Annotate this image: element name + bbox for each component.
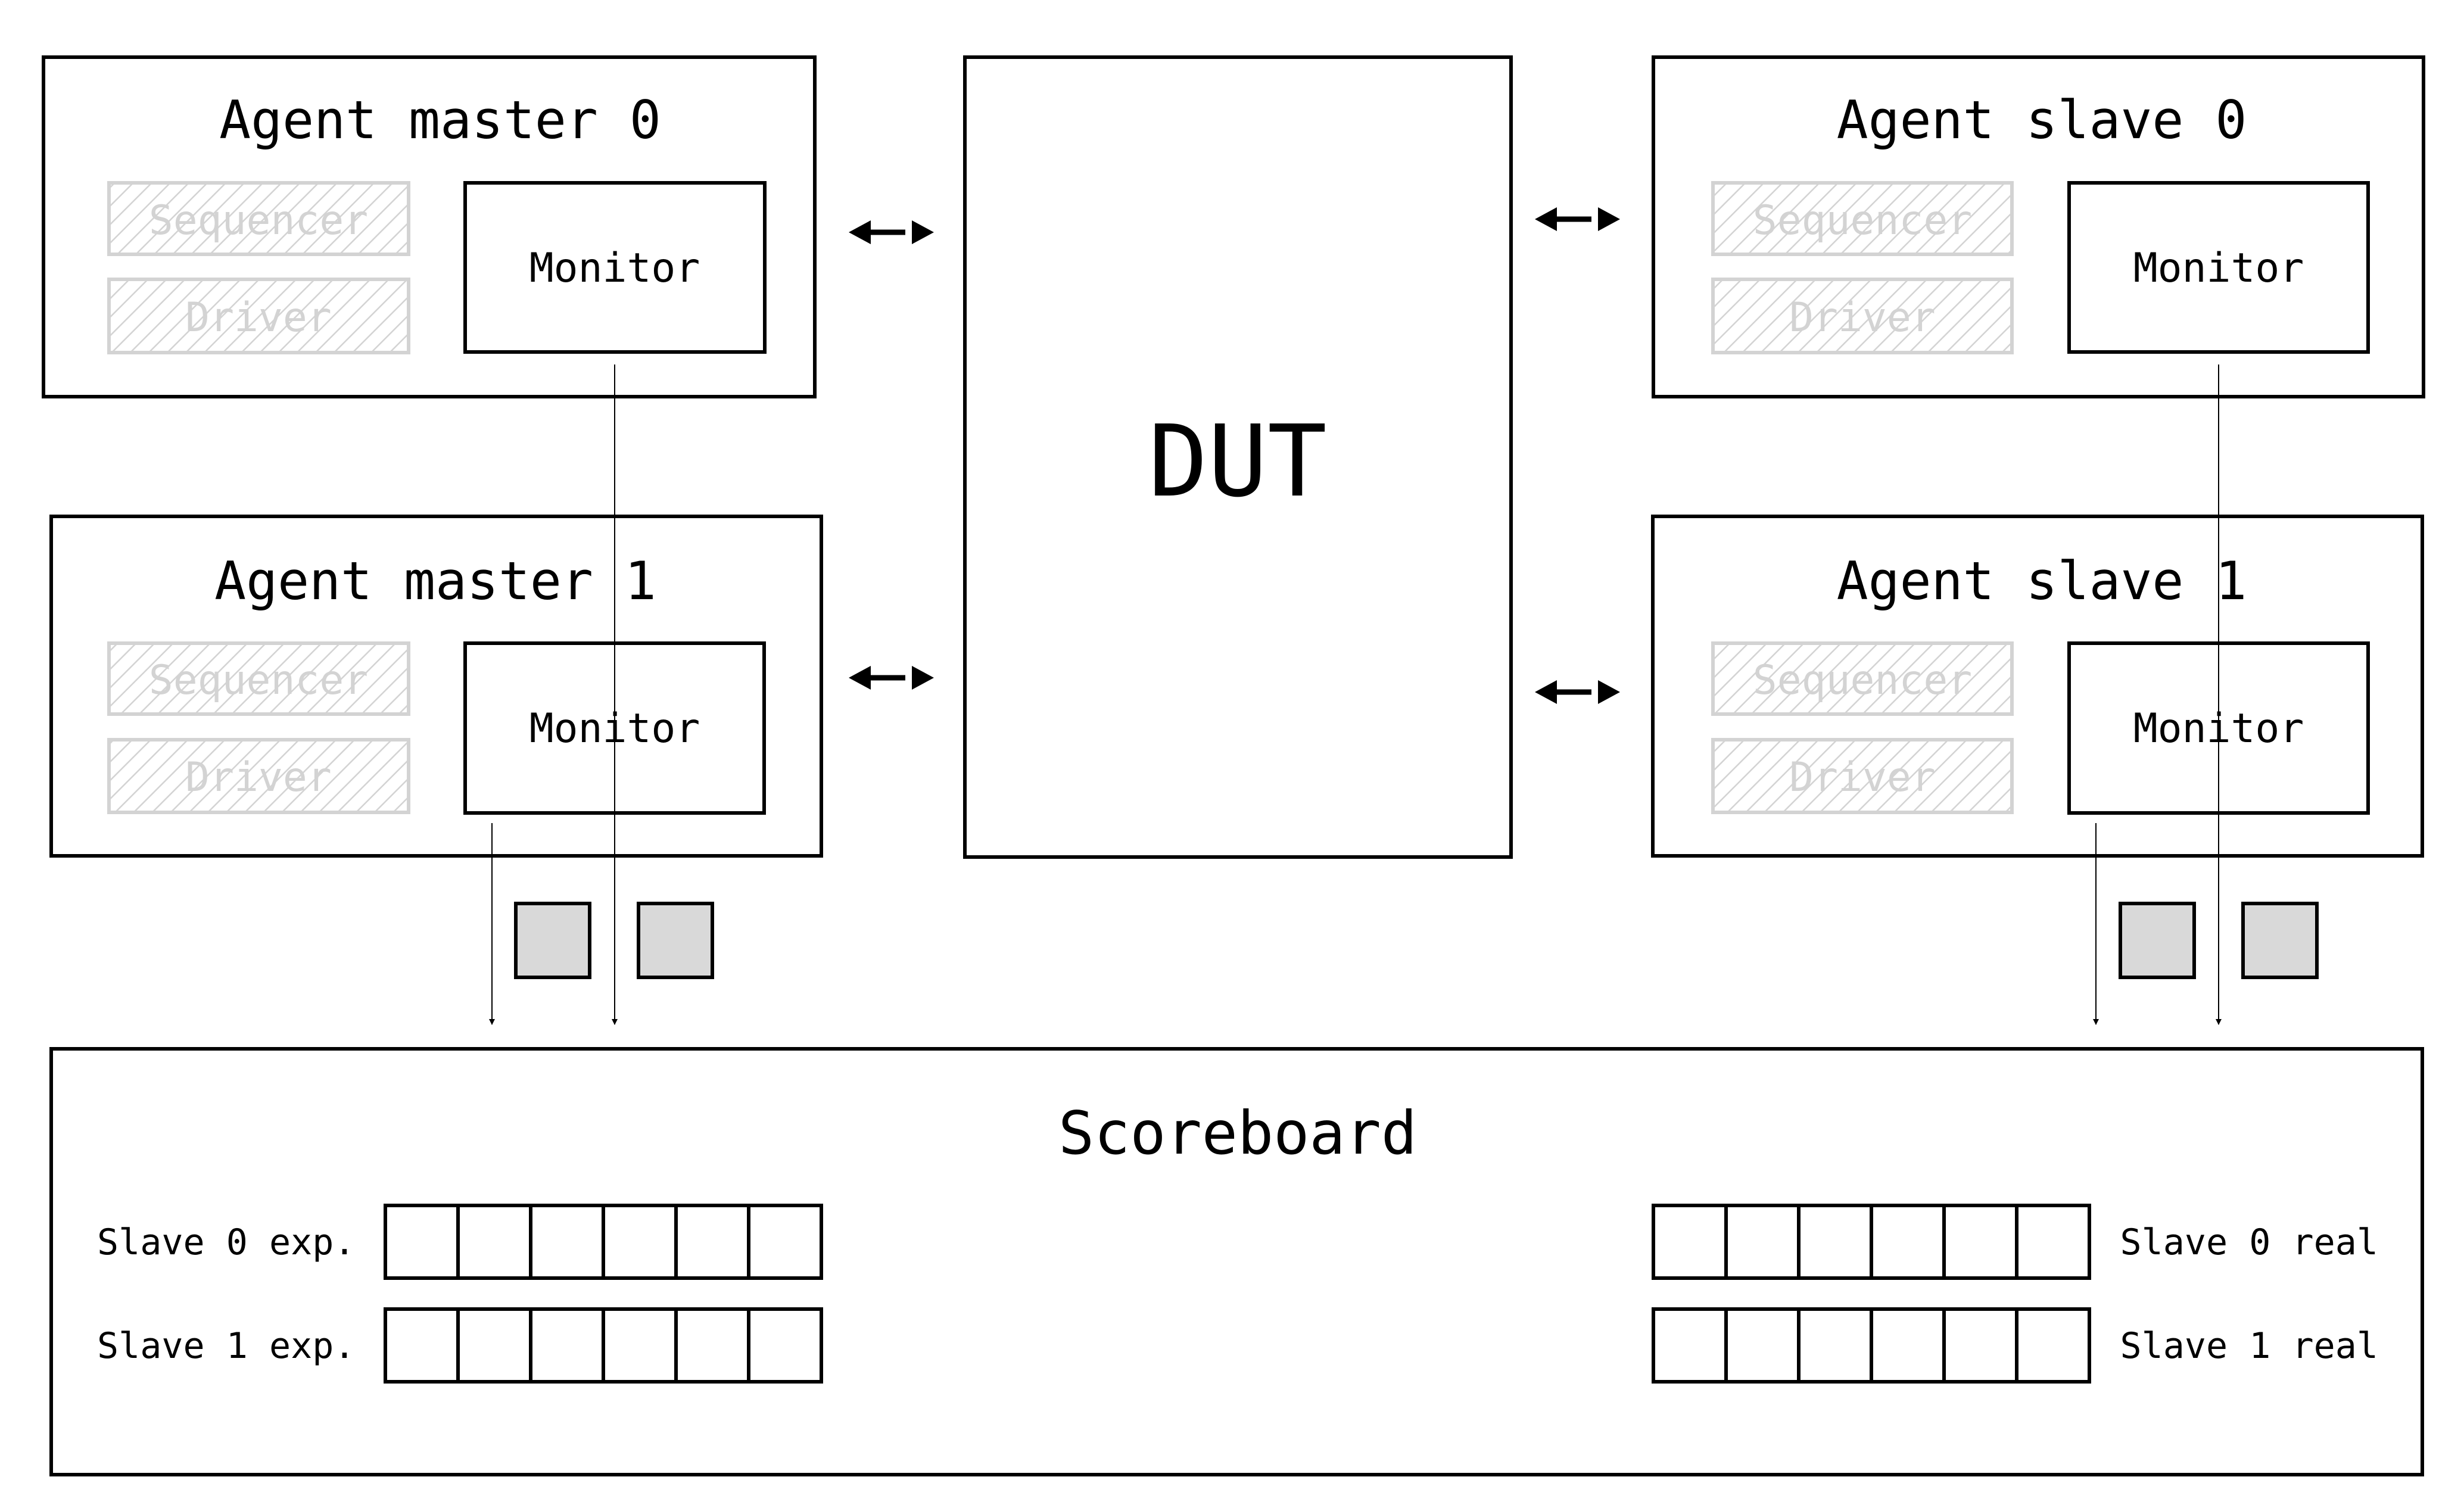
queue-slot bbox=[747, 1204, 823, 1280]
agent-master-0-monitor: Monitor bbox=[463, 181, 767, 354]
transaction-packets bbox=[514, 902, 2319, 979]
dut: DUT bbox=[963, 55, 1513, 859]
queue-label-slave-1-exp: Slave 1 exp. bbox=[97, 1325, 355, 1367]
queue-slot bbox=[602, 1307, 678, 1384]
queue-label-slave-1-real: Slave 1 real bbox=[2120, 1325, 2378, 1367]
queue-slot bbox=[674, 1204, 750, 1280]
agent-master-1: Agent master 1 Sequencer Driver Monitor bbox=[49, 515, 823, 858]
svg-text:Monitor: Monitor bbox=[2133, 245, 2304, 292]
agent-master-1-driver: Driver bbox=[107, 738, 410, 814]
queue-label-slave-0-real: Slave 0 real bbox=[2120, 1222, 2378, 1263]
bidirectional-arrow-slave-1 bbox=[1535, 680, 1620, 704]
transaction-packet bbox=[637, 902, 714, 979]
agent-slave-0: Agent slave 0 Sequencer Driver Monitor bbox=[1652, 55, 2425, 398]
transaction-packet bbox=[514, 902, 591, 979]
agent-master-1-sequencer: Sequencer bbox=[107, 641, 410, 716]
queue-slot bbox=[1797, 1204, 1873, 1280]
bidirectional-arrow-master-0 bbox=[849, 220, 934, 244]
svg-text:Sequencer: Sequencer bbox=[1753, 657, 1972, 704]
scoreboard: Scoreboard Slave 0 exp. Slave 1 exp. Sla… bbox=[49, 1047, 2424, 1476]
queue-slot bbox=[1724, 1204, 1801, 1280]
monitor-analysis-lines bbox=[489, 364, 2222, 1025]
svg-text:Sequencer: Sequencer bbox=[149, 657, 368, 704]
agent-master-0: Agent master 0 Sequencer Driver Monitor bbox=[42, 55, 817, 398]
agent-slave-0-sequencer: Sequencer bbox=[1711, 181, 2014, 256]
agent-slave-1-sequencer: Sequencer bbox=[1711, 641, 2014, 716]
queue-slot bbox=[384, 1204, 460, 1280]
svg-text:Driver: Driver bbox=[1789, 754, 1936, 801]
agent-master-0-sequencer: Sequencer bbox=[107, 181, 410, 256]
dut-label: DUT bbox=[1148, 404, 1327, 519]
transaction-packet bbox=[2119, 902, 2196, 979]
svg-text:Driver: Driver bbox=[1789, 294, 1936, 341]
queue-slot bbox=[1870, 1307, 1946, 1384]
queue-slot bbox=[602, 1204, 678, 1280]
svg-text:Driver: Driver bbox=[185, 294, 332, 341]
agent-master-1-title: Agent master 1 bbox=[214, 550, 656, 612]
queue-slave-0-real bbox=[1652, 1204, 2091, 1280]
agent-master-0-title: Agent master 0 bbox=[219, 89, 661, 151]
svg-text:Driver: Driver bbox=[185, 754, 332, 801]
queue-slot bbox=[529, 1204, 605, 1280]
queue-slave-1-exp bbox=[384, 1307, 823, 1384]
queue-slot bbox=[1942, 1204, 2018, 1280]
agent-slave-1-title: Agent slave 1 bbox=[1837, 550, 2247, 612]
bidirectional-arrow-slave-0 bbox=[1535, 207, 1620, 231]
agent-slave-0-driver: Driver bbox=[1711, 278, 2014, 354]
scoreboard-title: Scoreboard bbox=[1058, 1098, 1417, 1168]
svg-text:Sequencer: Sequencer bbox=[149, 197, 368, 244]
queue-slot bbox=[674, 1307, 750, 1384]
queue-slot bbox=[1652, 1307, 1728, 1384]
svg-text:Monitor: Monitor bbox=[529, 245, 700, 292]
queue-slot bbox=[1652, 1204, 1728, 1280]
queue-slave-0-exp bbox=[384, 1204, 823, 1280]
bidirectional-arrow-master-1 bbox=[849, 666, 934, 690]
queue-slot bbox=[2015, 1204, 2091, 1280]
queue-slot bbox=[456, 1307, 532, 1384]
queue-slot bbox=[747, 1307, 823, 1384]
agent-slave-1: Agent slave 1 Sequencer Driver Monitor bbox=[1651, 515, 2424, 858]
dut-box bbox=[963, 55, 1513, 859]
queue-slot bbox=[384, 1307, 460, 1384]
queue-slot bbox=[529, 1307, 605, 1384]
dut-connection-arrows bbox=[849, 207, 1620, 704]
agent-slave-0-title: Agent slave 0 bbox=[1837, 89, 2247, 151]
transaction-packet bbox=[2241, 902, 2319, 979]
queue-slave-1-real bbox=[1652, 1307, 2091, 1384]
agent-slave-0-monitor: Monitor bbox=[2067, 181, 2370, 354]
queue-slot bbox=[1724, 1307, 1801, 1384]
agent-master-0-driver: Driver bbox=[107, 278, 410, 354]
queue-slot bbox=[456, 1204, 532, 1280]
queue-slot bbox=[2015, 1307, 2091, 1384]
queue-label-slave-0-exp: Slave 0 exp. bbox=[97, 1222, 355, 1263]
queue-slot bbox=[1870, 1204, 1946, 1280]
agent-slave-1-driver: Driver bbox=[1711, 738, 2014, 814]
svg-text:Sequencer: Sequencer bbox=[1753, 197, 1972, 244]
queue-slot bbox=[1942, 1307, 2018, 1384]
queue-slot bbox=[1797, 1307, 1873, 1384]
